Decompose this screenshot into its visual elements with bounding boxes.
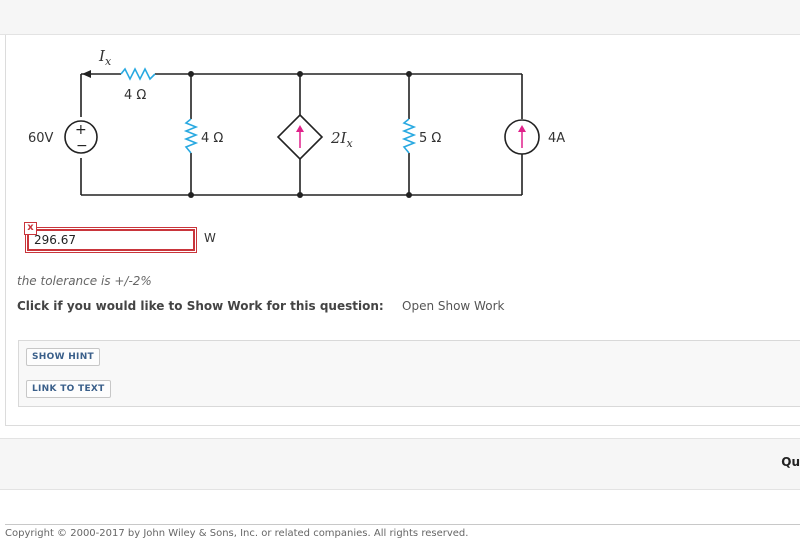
top-bar <box>0 0 800 35</box>
minus-sign: − <box>76 138 88 154</box>
question-panel: Ix 4 Ω + − 60V 4 Ω 2Ix 5 Ω 4A x W the to… <box>5 35 800 426</box>
show-work-prompt: Click if you would like to Show Work for… <box>17 299 384 313</box>
current-source-label: 4A <box>548 131 565 146</box>
resistor-2-label: 5 Ω <box>419 131 441 146</box>
top-resistor <box>120 67 156 81</box>
hint-panel: SHOW HINT <box>18 340 800 375</box>
answer-unit: W <box>204 231 216 245</box>
resistor-2 <box>401 118 417 154</box>
link-panel: LINK TO TEXT <box>18 373 800 407</box>
plus-sign: + <box>75 122 87 138</box>
current-label: Ix <box>98 47 112 68</box>
tolerance-note: the tolerance is +/-2% <box>17 274 152 288</box>
answer-input[interactable] <box>25 227 197 253</box>
circuit-diagram: Ix 4 Ω + − 60V 4 Ω 2Ix 5 Ω 4A <box>28 47 565 198</box>
source-voltage-label: 60V <box>28 131 54 146</box>
copyright-text: Copyright © 2000-2017 by John Wiley & So… <box>5 524 800 539</box>
up-arrow-icon <box>296 125 304 132</box>
voltage-source <box>64 120 98 154</box>
resistor-1-label: 4 Ω <box>201 131 223 146</box>
up-arrow-icon <box>518 125 526 132</box>
top-resistor-label: 4 Ω <box>124 88 146 103</box>
dependent-source-label: 2Ix <box>330 129 353 150</box>
show-hint-button[interactable]: SHOW HINT <box>26 348 100 366</box>
current-arrow <box>82 70 91 78</box>
question-nav-bar <box>0 438 800 490</box>
resistor-1 <box>183 118 199 154</box>
error-icon: x <box>24 222 37 235</box>
question-nav-label[interactable]: Qu <box>781 455 800 469</box>
circuit-nodes <box>188 71 412 198</box>
link-to-text-button[interactable]: LINK TO TEXT <box>26 380 111 398</box>
open-show-work-link[interactable]: Open Show Work <box>402 299 505 313</box>
